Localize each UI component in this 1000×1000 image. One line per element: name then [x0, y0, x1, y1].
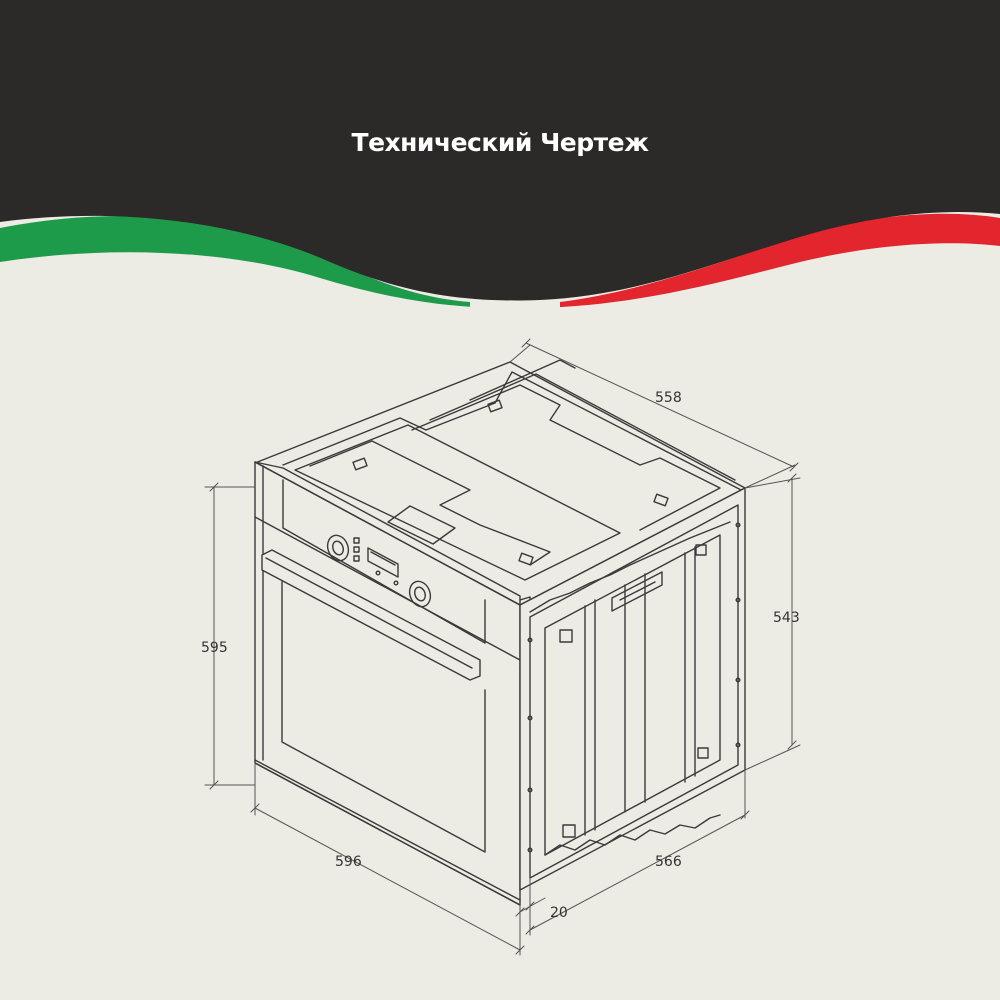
background-wave	[0, 243, 1000, 320]
dimension-height: 595	[201, 640, 228, 656]
right-knob	[408, 580, 432, 608]
dimension-front-thickness: 20	[550, 905, 568, 921]
oven-front	[254, 461, 531, 906]
dimension-depth: 558	[655, 390, 682, 406]
page-title: Технический Чертеж	[351, 128, 649, 157]
door-handle	[261, 549, 481, 681]
left-knob	[326, 534, 350, 562]
dimension-body-depth: 566	[655, 854, 682, 870]
oven-side	[519, 487, 746, 891]
dimension-body-height: 543	[773, 610, 800, 626]
header-banner	[0, 0, 1000, 320]
dimension-lines	[204, 338, 801, 956]
dark-banner	[0, 0, 1000, 301]
timer-display	[367, 547, 399, 578]
dimension-width: 596	[335, 854, 362, 870]
